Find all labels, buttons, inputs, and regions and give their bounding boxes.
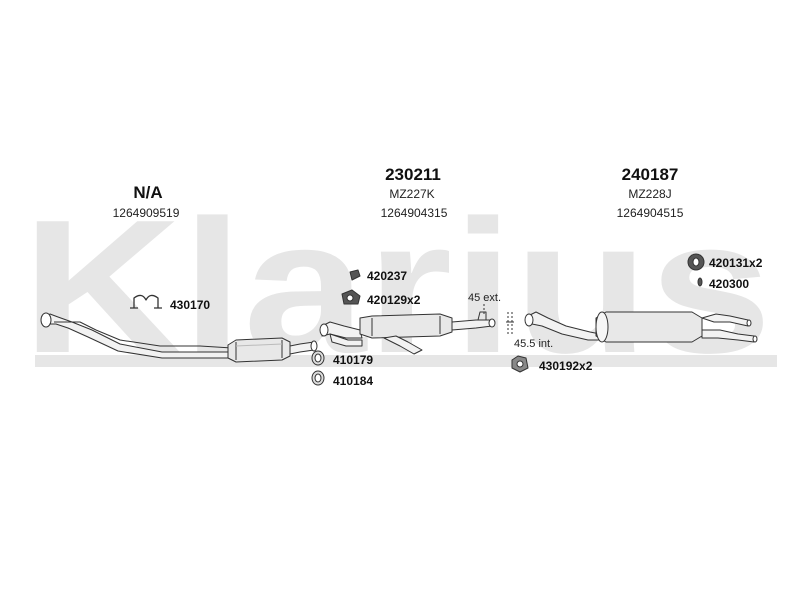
gasket-ring-icon: [311, 370, 325, 386]
dimension-note-ext: 45 ext.: [468, 292, 502, 304]
group-code-1: N/A: [133, 183, 163, 202]
clamp-u-bolt-icon: [130, 294, 162, 309]
part-label-430170: 430170: [170, 298, 211, 312]
front-pipe-with-catalyst: [40, 312, 318, 363]
dimension-marks: [483, 304, 514, 334]
group-oe-3: 1264904515: [616, 206, 684, 220]
part-label-410184: 410184: [333, 374, 374, 388]
rear-silencer-section: [524, 311, 758, 343]
part-label-420131x2: 420131x2: [709, 256, 763, 270]
dimension-note-int: 45.5 int.: [514, 338, 554, 350]
part-label-430192x2: 430192x2: [539, 359, 593, 373]
part-label-420237: 420237: [367, 269, 408, 283]
group-model-2: MZ227K: [389, 187, 435, 201]
group-code-3: 240187: [621, 165, 679, 184]
group-oe-1: 1264909519: [112, 206, 180, 220]
part-label-410179: 410179: [333, 353, 374, 367]
small-mount-icon: [697, 277, 703, 287]
group-code-2: 230211: [385, 165, 441, 184]
center-pipe-section: [319, 311, 496, 355]
group-model-3: MZ228J: [628, 187, 672, 201]
group-oe-2: 1264904315: [380, 206, 448, 220]
part-label-420300: 420300: [709, 277, 750, 291]
clamp-icon: [511, 355, 529, 373]
gasket-ring-icon: [311, 350, 325, 366]
rubber-hanger-icon: [341, 289, 361, 305]
rubber-hanger-icon: [687, 253, 705, 271]
rubber-mount-icon: [349, 269, 361, 281]
part-label-420129x2: 420129x2: [367, 293, 421, 307]
